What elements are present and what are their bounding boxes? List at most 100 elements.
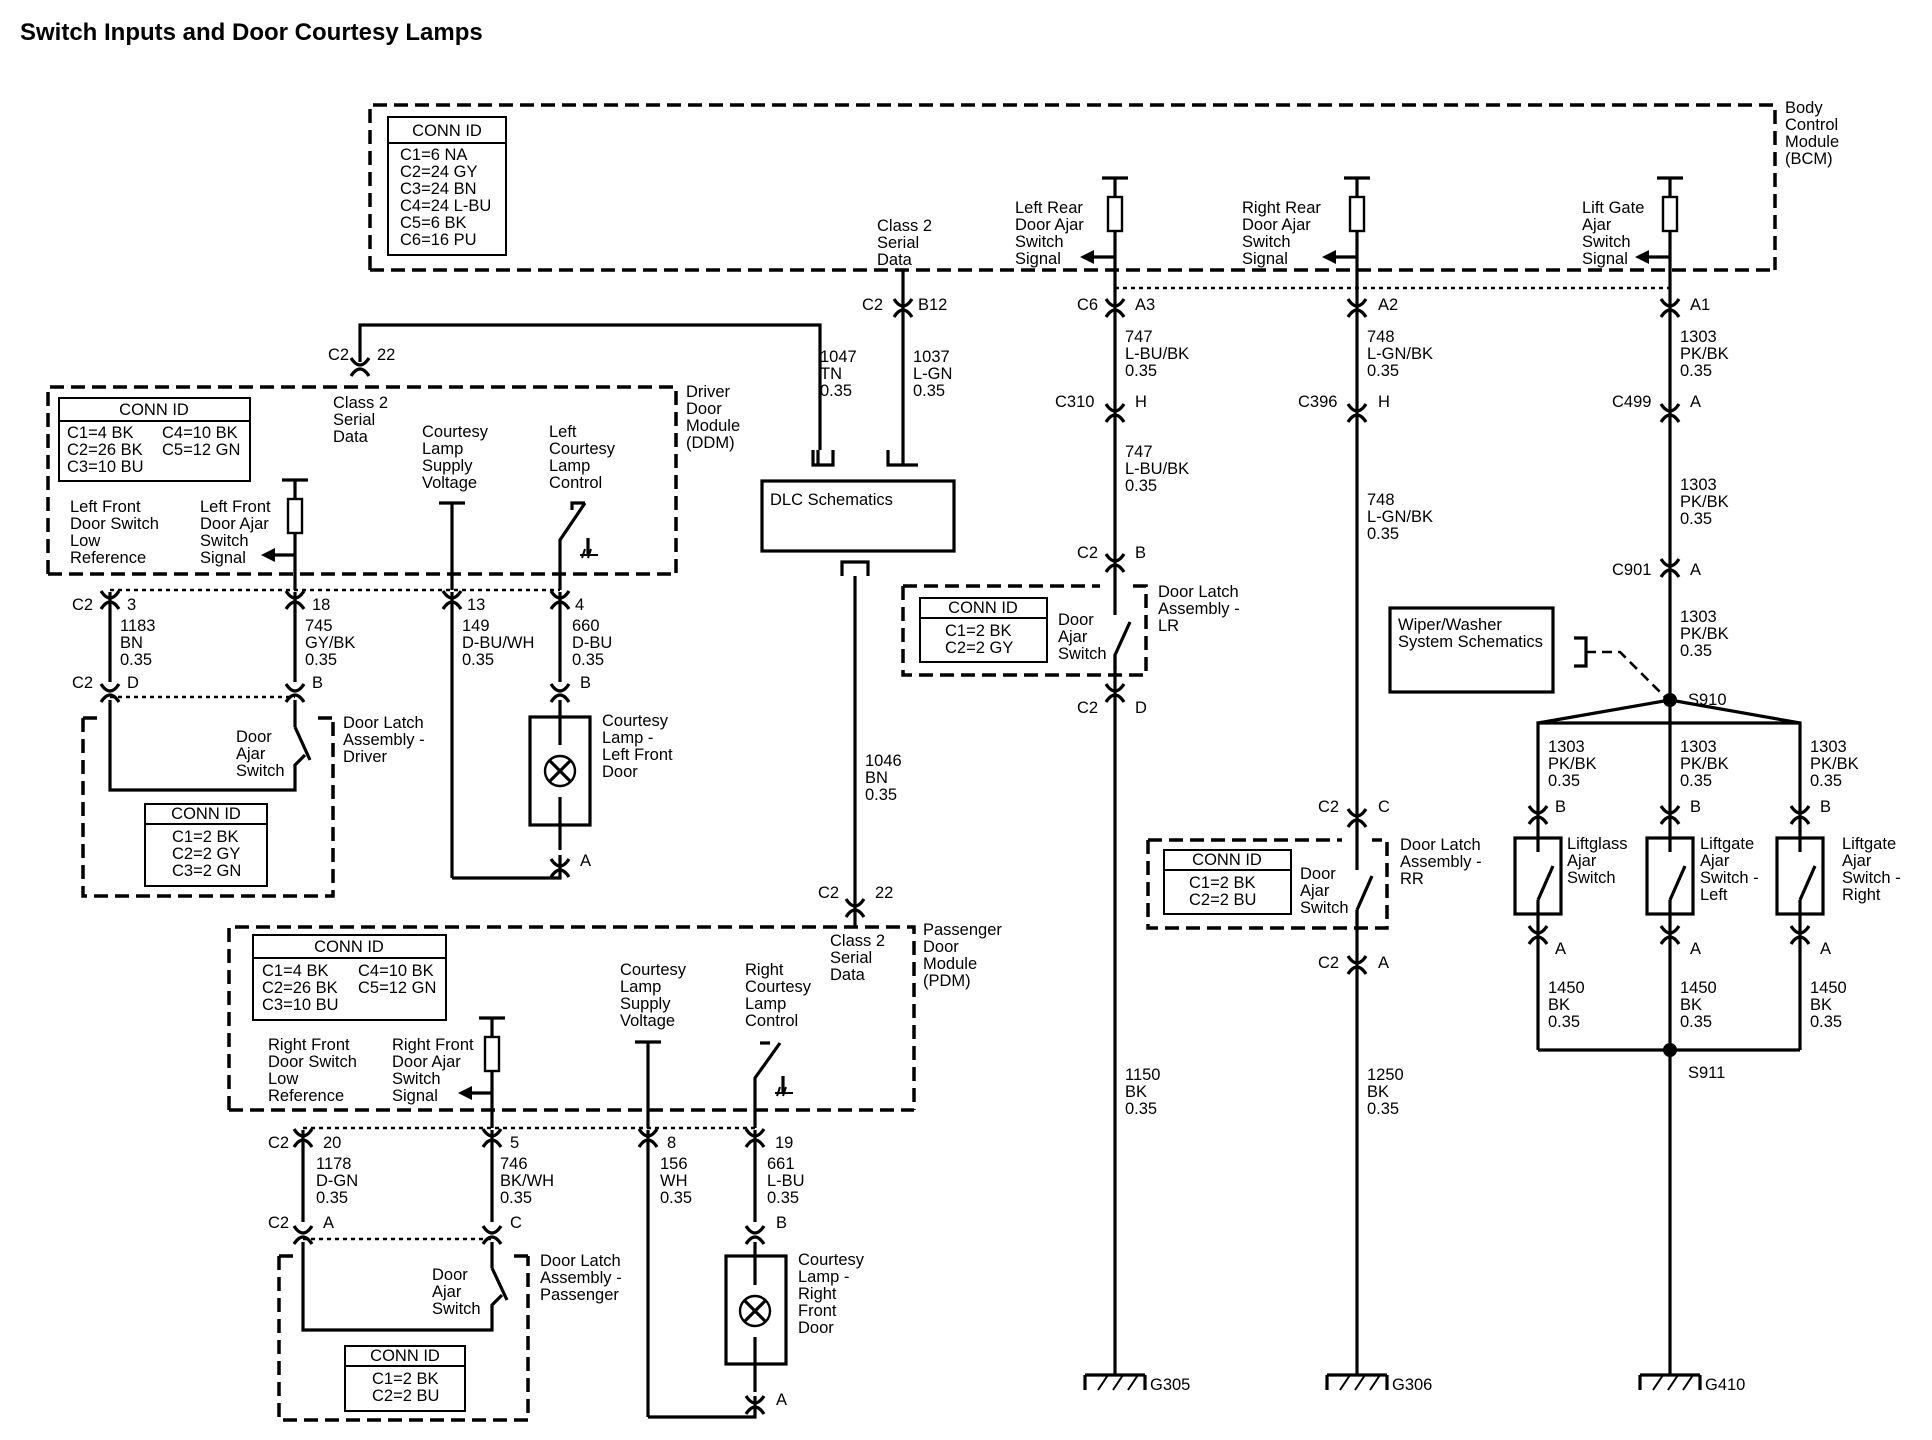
text-line: Signal <box>1242 250 1288 268</box>
text-line: BK <box>1125 1083 1147 1101</box>
text-line: C2=26 BK <box>262 979 338 997</box>
connector-cavity <box>292 1235 314 1245</box>
text-line: Wiper/Washer <box>1398 616 1502 634</box>
connector-cavity <box>1527 935 1549 945</box>
text-line: 1183 <box>120 617 155 635</box>
ddm-c2-serial-label: C2 <box>328 346 349 364</box>
connector-cavity <box>284 600 306 610</box>
text-line: 0.35 <box>913 382 945 400</box>
connector-cavity <box>744 1225 766 1235</box>
text-line: BK <box>1810 996 1832 1014</box>
text-line: 661 <box>767 1155 795 1173</box>
connector-cavity <box>1659 413 1681 423</box>
inline-connectors <box>99 298 1811 1415</box>
text-line: BK/WH <box>500 1172 554 1190</box>
text-line: Left Front <box>602 746 673 764</box>
connector-cavity <box>1104 553 1126 563</box>
text-line: Right Front <box>392 1036 474 1054</box>
text-line: 0.35 <box>1125 477 1157 495</box>
connector-cavity <box>844 898 866 908</box>
ddm-pin-3: 3 <box>127 596 136 614</box>
text-line: Courtesy <box>620 961 687 979</box>
pass-latch-c2-label: C2 <box>268 1214 289 1232</box>
lr-pullup-resistor <box>1102 176 1128 292</box>
text-line: 1450 <box>1810 979 1847 997</box>
text-line: Ajar <box>1842 852 1872 870</box>
text-line: C1=2 BK <box>945 622 1012 640</box>
text-line: 0.35 <box>865 786 897 804</box>
text-line: Door <box>1300 865 1336 883</box>
pdm-pullup-resistor <box>458 1016 505 1128</box>
connector-cavity <box>1104 413 1126 423</box>
text-line: Liftgate <box>1700 835 1754 853</box>
text-line: 748 <box>1367 328 1395 346</box>
text-line: Data <box>333 428 369 446</box>
ground-g410: G410 <box>1638 1373 1745 1394</box>
text-line: 0.35 <box>1125 362 1157 380</box>
text-line: Right <box>798 1285 837 1303</box>
lr-latch-pin-b: B <box>1135 544 1146 562</box>
text-line: D-BU/WH <box>462 634 534 652</box>
text-line: Courtesy <box>798 1251 865 1269</box>
connector-cavity <box>349 367 371 377</box>
text-line: 0.35 <box>500 1189 532 1207</box>
connector-cavity <box>1346 413 1368 423</box>
text-line: GY/BK <box>305 634 355 652</box>
pdm-lamp-driver-switch <box>753 1041 793 1128</box>
rr-signal-arrow <box>1322 250 1357 264</box>
connector-cavity <box>1659 935 1681 945</box>
text-line: Switch <box>1015 233 1064 251</box>
text-line: 1303 <box>1680 738 1717 756</box>
ddm-pullup-resistor <box>261 478 308 590</box>
text-line: Lift Gate <box>1582 199 1644 217</box>
connector-cavity <box>744 1128 766 1138</box>
text-line: 0.35 <box>120 651 152 669</box>
text-line: Switch <box>392 1070 441 1088</box>
text-line: Data <box>830 966 866 984</box>
lg-pullup-resistor <box>1657 176 1683 292</box>
text-line: 0.35 <box>316 1189 348 1207</box>
pdm-supply-stub <box>635 1040 661 1128</box>
dlc-schematics-box[interactable]: DLC Schematics <box>760 450 956 905</box>
text-line: PK/BK <box>1680 625 1729 643</box>
connector-cavity <box>1346 298 1368 308</box>
text-line: Supply <box>620 995 671 1013</box>
connector-cavity <box>481 1235 503 1245</box>
bcm-c6-label: C6 <box>1077 296 1098 314</box>
c499-pin-a: A <box>1690 393 1701 411</box>
connector-cavity <box>441 600 463 610</box>
bcm-a1-pin: A1 <box>1690 296 1710 314</box>
text-line: Door Ajar <box>392 1053 461 1071</box>
text-line: Control <box>745 1012 798 1030</box>
text-line: Assembly - <box>1158 600 1240 618</box>
text-line: Courtesy <box>745 978 812 996</box>
text-line: 0.35 <box>1367 1100 1399 1118</box>
text-line: Ajar <box>1700 852 1730 870</box>
text-line: L-GN <box>913 365 952 383</box>
text-line: Ajar <box>1567 852 1597 870</box>
bcm-a2-pin: A2 <box>1378 296 1398 314</box>
text-line: Right Front <box>268 1036 350 1054</box>
connector-cavity <box>549 858 571 868</box>
